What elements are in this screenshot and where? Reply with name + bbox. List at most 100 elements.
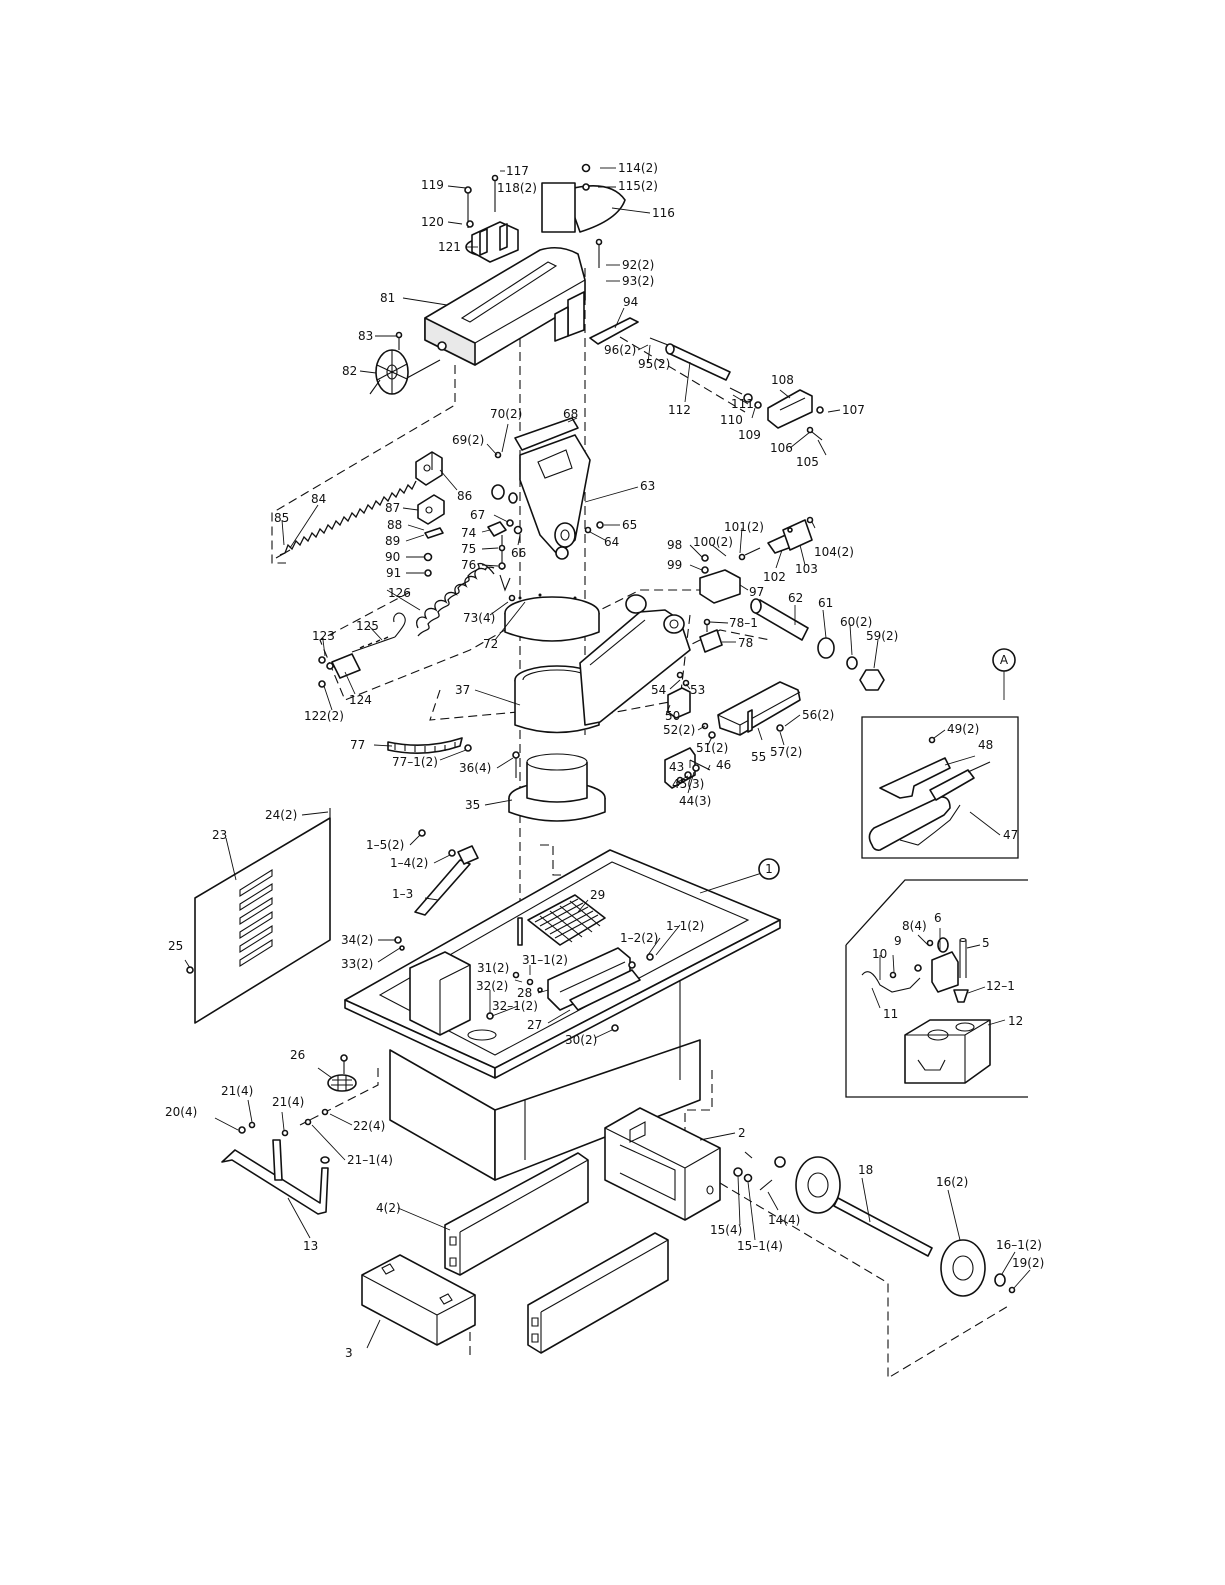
label-52: 52(2) [663,723,695,737]
label-68: 68 [563,407,578,421]
bracket-78 [699,618,723,653]
label-119: 119 [421,178,444,192]
label-13: 13 [303,1239,318,1253]
label-20: 20(4) [165,1105,197,1119]
label-53: 53 [690,683,705,697]
label-111: 111 [731,397,754,411]
label-102: 102 [763,570,786,584]
label-16: 16(2) [936,1175,968,1189]
label-1-3: 1–3 [392,887,413,901]
label-16-1: 16–1(2) [996,1238,1042,1252]
base-ring-35 [508,751,606,822]
stand-13 [221,1121,330,1215]
label-49: 49(2) [947,722,979,736]
label-70: 70(2) [490,407,522,421]
coolant-detail-view [845,879,1028,1098]
label-37: 37 [455,683,470,697]
view-a-letter: A [1000,653,1009,667]
label-124: 124 [349,693,372,707]
tray-box-3 [361,1254,476,1346]
arm-bracket-63 [491,434,604,560]
vise-jaw-121 [465,221,519,263]
label-45: 45(3) [672,777,704,791]
label-117: 117 [506,164,529,178]
label-14: 14(4) [768,1213,800,1227]
label-84: 84 [311,492,326,506]
top-screws [395,163,603,350]
label-109: 109 [738,428,761,442]
label-108: 108 [771,373,794,387]
label-116: 116 [652,206,675,220]
scale-77 [387,737,472,754]
label-118: 118(2) [497,181,537,195]
label-94: 94 [623,295,638,309]
label-1-4: 1–4(2) [390,856,428,870]
label-21b: 21(4) [272,1095,304,1109]
label-29: 29 [590,888,605,902]
bracket-50 [667,671,716,739]
label-123: 123 [312,629,335,643]
label-11: 11 [883,1007,898,1021]
label-121: 121 [438,240,461,254]
handwheel-82 [369,349,441,395]
label-3: 3 [345,1346,353,1360]
label-95: 95(2) [638,357,670,371]
label-22: 22(4) [353,1119,385,1133]
label-66: 66 [511,546,526,560]
label-110: 110 [720,413,743,427]
label-99: 99 [667,558,682,572]
label-1-5: 1–5(2) [366,838,404,852]
tank-box-27 [409,951,497,1041]
label-64: 64 [604,535,619,549]
turntable-72 [504,593,600,642]
arm-frame [579,594,691,726]
label-90: 90 [385,550,400,564]
label-126: 126 [388,586,411,600]
base-cabinet [389,960,701,1181]
label-87: 87 [385,501,400,515]
label-125: 125 [356,619,379,633]
plate-68 [514,417,579,451]
bracket-108 [729,387,824,441]
bracket-2 [604,1107,721,1221]
label-31: 31(2) [477,961,509,975]
label-9: 9 [894,934,902,948]
label-91: 91 [386,566,401,580]
label-2: 2 [738,1126,746,1140]
label-97: 97 [749,585,764,599]
label-120: 120 [421,215,444,229]
plate-116 [541,182,626,233]
label-35: 35 [465,798,480,812]
label-10: 10 [872,947,887,961]
label-60: 60(2) [840,615,872,629]
label-50: 50 [665,709,680,723]
rail-4 [444,1152,589,1276]
label-36: 36(4) [459,761,491,775]
lead-screw-84 [275,480,417,559]
block-86 [415,451,443,486]
label-114: 114(2) [618,161,658,175]
view-a-callout: A [992,648,1016,700]
label-28: 28 [517,986,532,1000]
label-44: 44(3) [679,794,711,808]
label-77: 77 [350,738,365,752]
label-21a: 21(4) [221,1084,253,1098]
label-59: 59(2) [866,629,898,643]
label-81: 81 [380,291,395,305]
label-24: 24(2) [265,808,297,822]
label-21-1: 21–1(4) [347,1153,393,1167]
plates-102-103 [767,516,814,554]
rail-4b [527,1232,669,1354]
label-85: 85 [274,511,289,525]
label-92: 92(2) [622,258,654,272]
label-33: 33(2) [341,957,373,971]
label-75: 75 [461,542,476,556]
label-1-1: 1–1(2) [666,919,704,933]
block-97-and-shaft-62 [699,547,885,691]
handle-1-3 [414,829,479,916]
label-19: 19(2) [1012,1256,1044,1270]
label-65: 65 [622,518,637,532]
leader-lines [184,167,1031,1349]
label-8: 8(4) [902,919,927,933]
hook-125 [351,612,406,653]
